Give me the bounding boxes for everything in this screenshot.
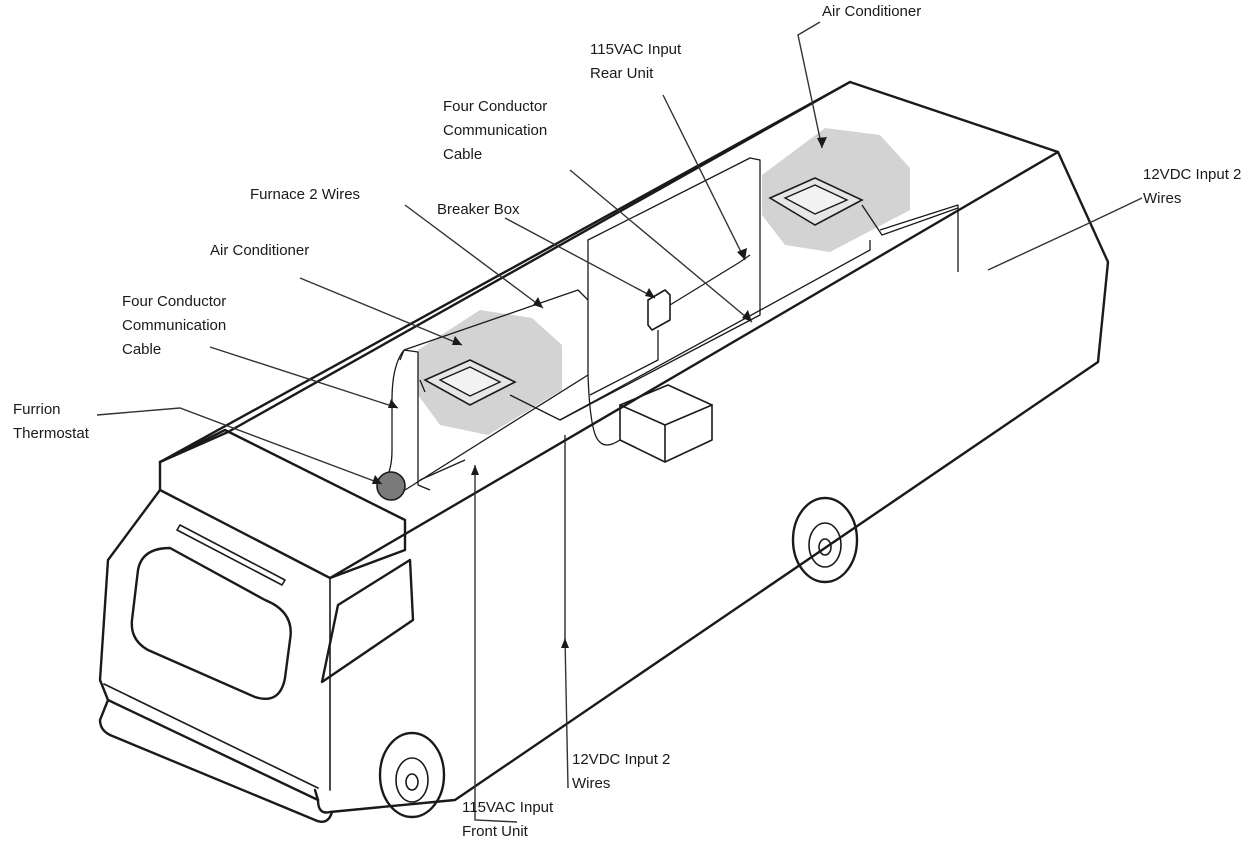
front-wheel [378,731,446,819]
furrion-thermostat-device [376,471,406,501]
air-conditioner-front-unit [418,310,562,435]
label-115vac-input-rear-unit: 115VAC Input Rear Unit [590,41,682,82]
label-air-conditioner-rear: Air Conditioner [822,3,922,20]
label-12vdc-input-front: 12VDC Input 2 Wires [572,751,671,792]
label-four-conductor-cable-rear: Four Conductor Communication Cable [443,98,548,163]
label-12vdc-input-rear: 12VDC Input 2 Wires [1143,166,1242,207]
rear-wheel [791,496,859,584]
label-four-conductor-cable-front: Four Conductor Communication Cable [122,293,227,358]
label-breaker-box: Breaker Box [437,201,520,218]
label-air-conditioner-front: Air Conditioner [210,242,310,259]
arrowheads [372,137,827,648]
rv-body [98,80,1110,823]
label-115vac-input-front-unit: 115VAC Input Front Unit [462,799,554,840]
label-furnace-2-wires: Furnace 2 Wires [250,186,361,203]
leader-lines [96,21,1143,823]
wiring [384,157,959,640]
label-furrion-thermostat: Furrion Thermostat [13,401,89,442]
